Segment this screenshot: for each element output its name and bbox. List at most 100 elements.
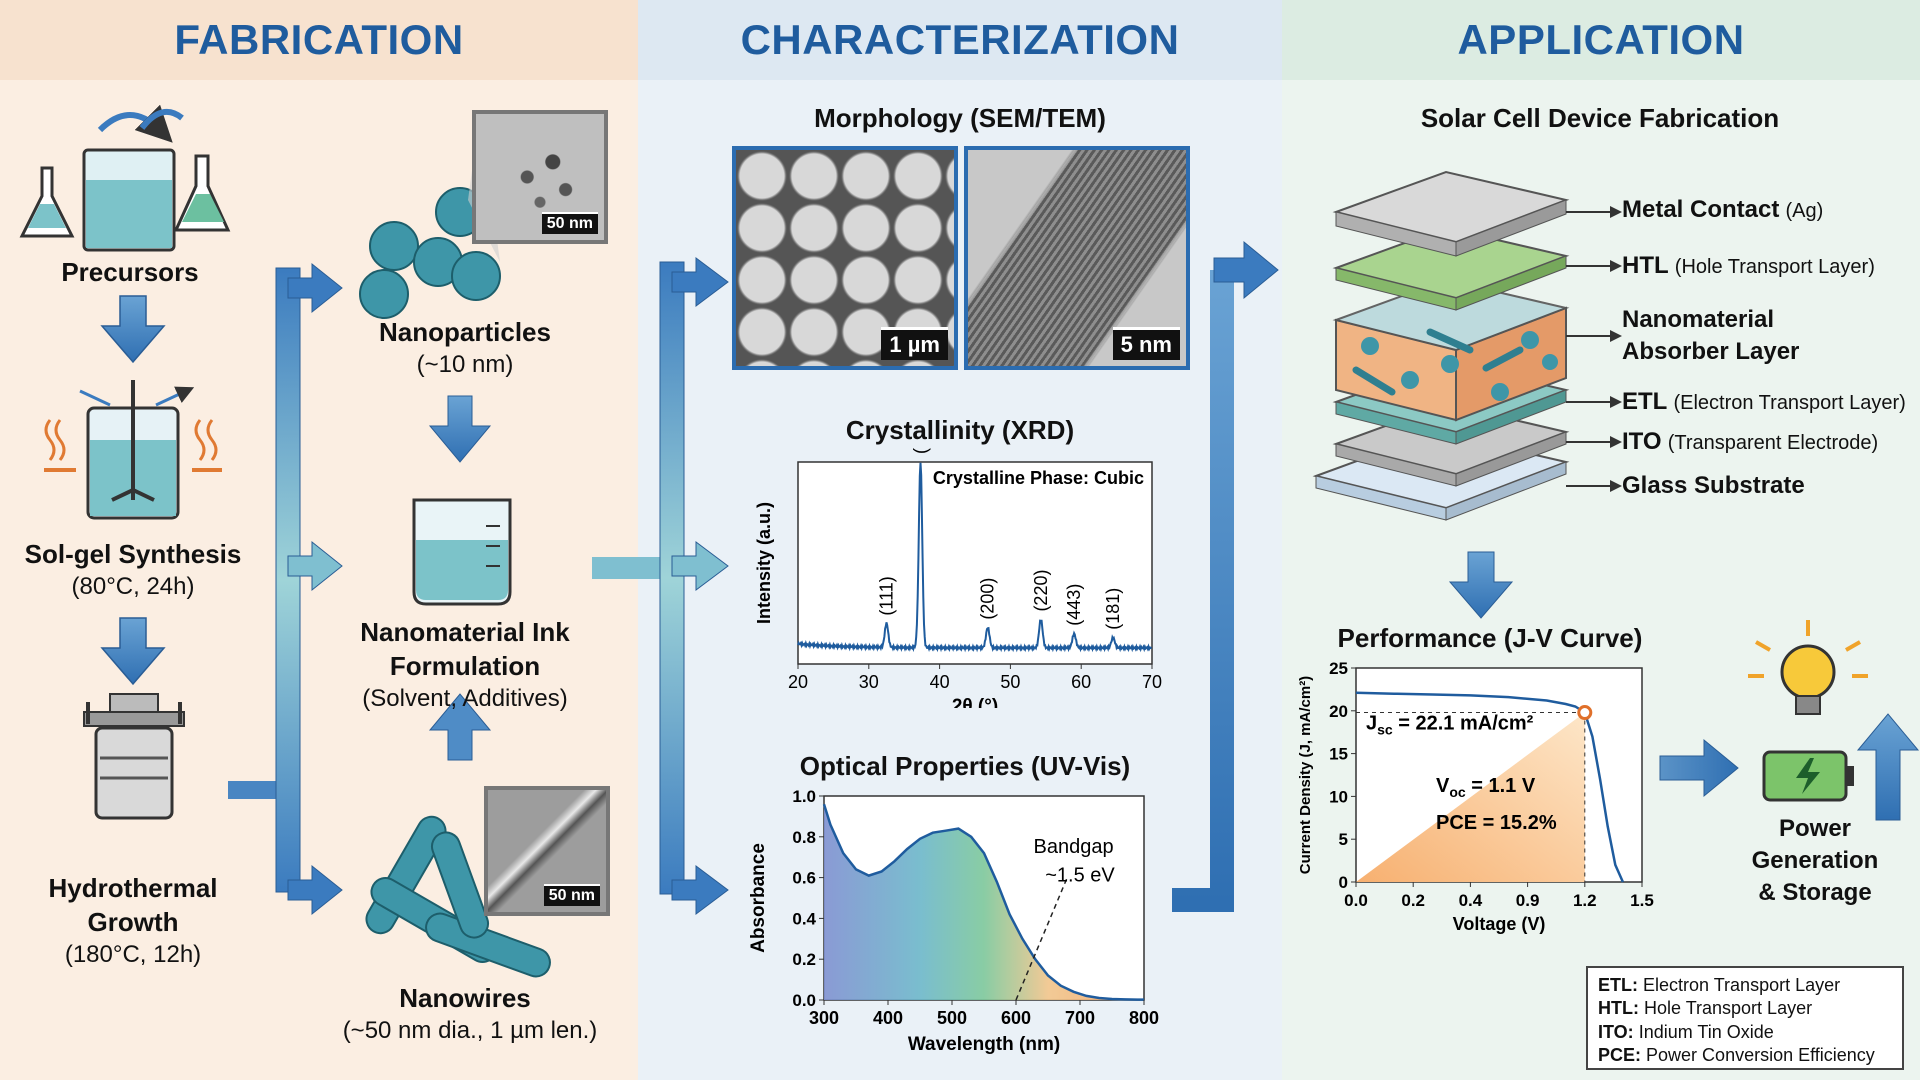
solgel-conditions: (80°C, 24h) <box>71 573 195 600</box>
nanowires-scale-bar: 50 nm <box>543 884 600 906</box>
uv-x-tick-label: 400 <box>873 1008 903 1028</box>
uv-x-tick-label: 700 <box>1065 1008 1095 1028</box>
jv-y-tick-label: 10 <box>1329 787 1348 806</box>
uv-y-tick-label: 1.0 <box>792 787 816 806</box>
uv-bandgap-label: Bandgap <box>1034 836 1114 858</box>
glossary-item: HTL: Hole Transport Layer <box>1598 998 1813 1019</box>
layer-label-metal: Metal Contact (Ag) <box>1622 196 1824 223</box>
application-panel: APPLICATION <box>1282 0 1920 1080</box>
tem-scale-bar: 5 nm <box>1112 327 1180 360</box>
jv-x-tick-label: 0.2 <box>1401 891 1425 910</box>
morphology-title: Morphology (SEM/TEM) <box>814 103 1106 133</box>
jv-x-tick-label: 0.0 <box>1344 891 1368 910</box>
glossary-item: ETL: Electron Transport Layer <box>1598 975 1841 995</box>
precursors-icon <box>19 104 231 252</box>
hydrothermal-autoclave-icon <box>83 693 185 820</box>
xrd-peak-label: (220) <box>1031 570 1051 612</box>
layer-label-glass: Glass Substrate <box>1622 472 1805 499</box>
sem-scale-bar: 1 µm <box>881 327 948 360</box>
xrd-title: Crystallinity (XRD) <box>845 415 1075 445</box>
xrd-x-tick-label: 50 <box>1000 672 1020 692</box>
uv-y-tick-label: 0.4 <box>792 909 816 928</box>
jv-max-power-point <box>1577 705 1593 721</box>
xrd-peak-label: (111) <box>910 448 930 454</box>
uv-x-tick-label: 800 <box>1129 1008 1159 1028</box>
xrd-x-tick-label: 40 <box>930 672 950 692</box>
xrd-peak-label: (443) <box>1064 584 1084 626</box>
layer-label-htl: HTL (Hole Transport Layer) <box>1622 252 1875 279</box>
xrd-peak-label: (181) <box>1103 588 1123 630</box>
ink-title-1: Nanomaterial Ink <box>360 617 570 647</box>
hydrothermal-title-2: Growth <box>87 907 179 937</box>
jv-x-tick-label: 1.2 <box>1573 891 1597 910</box>
device-title: Solar Cell Device Fabrication <box>1420 103 1780 133</box>
uv-bandgap-value: ~1.5 eV <box>1045 865 1115 887</box>
uv-y-tick-label: 0.0 <box>792 991 816 1010</box>
arrow-nw-to-ink <box>428 693 492 761</box>
nanowires-label: Nanowires <box>399 983 531 1013</box>
ink-subtitle: (Solvent, Additives) <box>362 685 568 712</box>
jv-x-tick-label: 0.4 <box>1459 891 1483 910</box>
arrow-solgel-to-hydro <box>100 617 166 686</box>
arrow-to-application <box>1172 240 1279 912</box>
uv-x-tick-label: 600 <box>1001 1008 1031 1028</box>
jv-y-tick-label: 25 <box>1329 659 1348 678</box>
hydrothermal-conditions: (180°C, 12h) <box>64 941 202 968</box>
uv-bandgap-tangent <box>1015 877 1068 1001</box>
glossary-box: ETL: Electron Transport Layer HTL: Hole … <box>1586 966 1904 1070</box>
fabrication-header: FABRICATION <box>0 0 638 80</box>
uv-y-tick-label: 0.2 <box>792 950 816 969</box>
jv-x-tick-label: 1.5 <box>1630 891 1654 910</box>
jv-x-axis-label: Voltage (V) <box>1453 914 1546 934</box>
battery-icon <box>1762 750 1854 802</box>
uv-y-tick-label: 0.6 <box>792 869 816 888</box>
xrd-series-line <box>797 462 1153 653</box>
characterization-header: CHARACTERIZATION <box>638 0 1282 80</box>
jv-x-tick-label: 0.9 <box>1516 891 1540 910</box>
uvvis-title: Optical Properties (UV-Vis) <box>799 751 1131 781</box>
uv-series-line <box>822 803 1144 1001</box>
arrow-np-to-ink <box>428 395 492 463</box>
jv-series-line <box>1355 691 1625 883</box>
nanoparticles-tem-image: 50 nm <box>472 110 608 244</box>
jv-y-tick-label: 0 <box>1339 873 1348 892</box>
nanoparticles-scale-bar: 50 nm <box>541 212 598 234</box>
uv-x-tick-label: 500 <box>937 1008 967 1028</box>
xrd-peak-label: (111) <box>877 576 897 615</box>
uv-x-tick-label: 300 <box>809 1008 839 1028</box>
tem-image: 5 nm <box>964 146 1190 370</box>
xrd-x-tick-label: 70 <box>1142 672 1162 692</box>
solgel-reactor-icon <box>44 380 222 520</box>
layer-label-ito: ITO (Transparent Electrode) <box>1622 428 1879 455</box>
glossary-item: PCE: Power Conversion Efficiency <box>1598 1045 1875 1066</box>
application-header: APPLICATION <box>1282 0 1920 80</box>
power-up-arrow-icon <box>1856 713 1920 821</box>
jv-y-tick-label: 20 <box>1329 702 1348 721</box>
xrd-y-axis-label: Intensity (a.u.) <box>754 502 774 624</box>
nanowires-size: (~50 nm dia., 1 µm len.) <box>342 1017 598 1044</box>
ink-title-2: Formulation <box>389 651 541 681</box>
xrd-x-tick-label: 30 <box>859 672 879 692</box>
precursors-label: Precursors <box>61 257 199 287</box>
arrow-jv-to-power <box>1659 738 1739 798</box>
layer-label-absorber-2: Absorber Layer <box>1622 338 1800 365</box>
xrd-x-axis-label: 2θ (°) <box>952 696 998 708</box>
xrd-plot-area <box>797 461 1153 665</box>
uv-x-axis-label: Wavelength (nm) <box>908 1034 1060 1055</box>
power-label-1: Power <box>1778 815 1852 842</box>
glossary-item: ITO: Indium Tin Oxide <box>1598 1021 1774 1042</box>
uv-y-tick-label: 0.8 <box>792 828 816 847</box>
jv-voc-label: Voc = 1.1 V <box>1436 775 1536 800</box>
arrow-branch-fabrication <box>228 262 343 916</box>
layer-pointers <box>1566 206 1622 492</box>
jv-title: Performance (J-V Curve) <box>1337 623 1643 653</box>
layer-label-absorber-1: Nanomaterial <box>1622 306 1775 333</box>
uv-y-axis-label: Absorbance <box>748 843 769 953</box>
arrow-precursors-to-solgel <box>100 295 166 364</box>
uvvis-chart: Bandgap ~1.5 eV 300 400 500 600 700 800 0.0 0.2 0.… <box>748 787 1159 1055</box>
ink-beaker-icon <box>412 498 512 606</box>
nanowires-icon <box>365 815 551 978</box>
hydrothermal-title-1: Hydrothermal <box>48 873 218 903</box>
